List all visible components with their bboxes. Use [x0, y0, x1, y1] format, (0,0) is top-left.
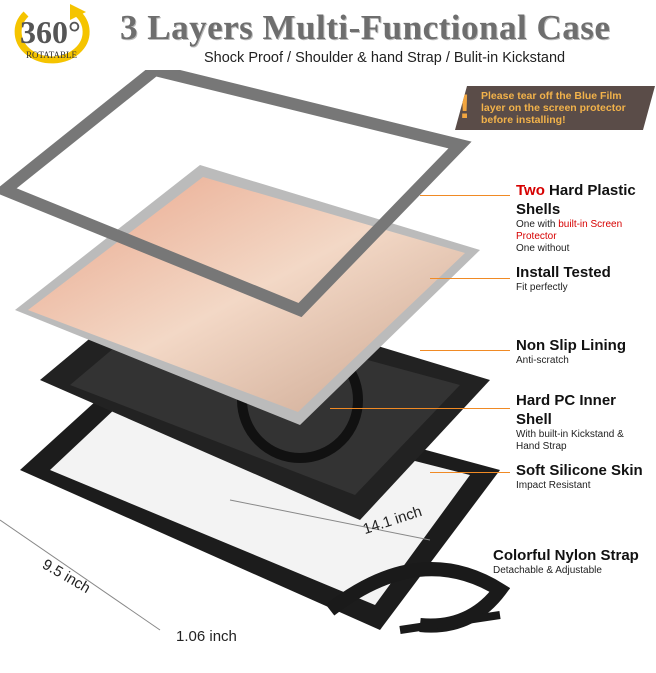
page-title: 3 Layers Multi-Functional Case: [120, 8, 611, 47]
feature-desc: Detachable & Adjustable: [493, 565, 602, 576]
warning-banner: ! Please tear off the Blue Film layer on…: [455, 86, 655, 130]
page-subtitle: Shock Proof / Shoulder & hand Strap / Bu…: [204, 50, 566, 66]
leader-line: [430, 278, 510, 279]
feature-title: Colorful Nylon Strap: [493, 547, 639, 564]
feature-title: Hard PC Inner Shell: [516, 392, 617, 428]
rotatable-badge: 360° ROTATABLE: [6, 4, 102, 66]
feature-inner-shell: Hard PC Inner Shell With built-in Kickst…: [516, 391, 656, 453]
feature-title: Soft Silicone Skin: [516, 462, 643, 479]
feature-desc: With built-in Kickstand &: [516, 429, 624, 440]
feature-hard-shells: Two Hard Plastic Shells One with built-i…: [516, 181, 656, 255]
warning-line: before installing!: [481, 114, 566, 126]
feature-desc: Impact Resistant: [516, 480, 591, 491]
product-illustration: [0, 70, 510, 634]
leader-line: [330, 408, 510, 409]
leader-line: [420, 350, 510, 351]
feature-title: Non Slip Lining: [516, 337, 626, 354]
feature-non-slip: Non Slip Lining Anti-scratch: [516, 336, 626, 367]
feature-title: Install Tested: [516, 264, 611, 281]
silicone-skin: [20, 370, 500, 630]
front-frame: [0, 70, 472, 318]
feature-desc: Hand Strap: [516, 441, 567, 452]
rotate-arrow-icon: [14, 4, 90, 64]
nylon-strap: [325, 562, 510, 634]
feature-desc: Fit perfectly: [516, 282, 568, 293]
warning-line: layer on the screen protector: [481, 102, 626, 114]
leader-line: [420, 195, 510, 196]
badge-number: 360°: [20, 14, 81, 50]
warning-line: Please tear off the Blue Film: [481, 90, 622, 102]
feature-title: Hard Plastic Shells: [516, 182, 636, 218]
feature-install-tested: Install Tested Fit perfectly: [516, 263, 611, 294]
feature-silicone-skin: Soft Silicone Skin Impact Resistant: [516, 461, 643, 492]
leader-line: [430, 472, 510, 473]
feature-desc-accent: built-in Screen Protector: [516, 219, 623, 242]
feature-nylon-strap: Colorful Nylon Strap Detachable & Adjust…: [493, 546, 639, 577]
exclamation-icon: !: [459, 88, 471, 126]
thickness-dimension: 1.06 inch: [176, 628, 237, 645]
feature-desc: Anti-scratch: [516, 355, 569, 366]
feature-title-accent: Two: [516, 182, 545, 199]
feature-desc: One without: [516, 243, 570, 254]
feature-desc: One with: [516, 219, 559, 230]
badge-label: ROTATABLE: [26, 50, 78, 60]
